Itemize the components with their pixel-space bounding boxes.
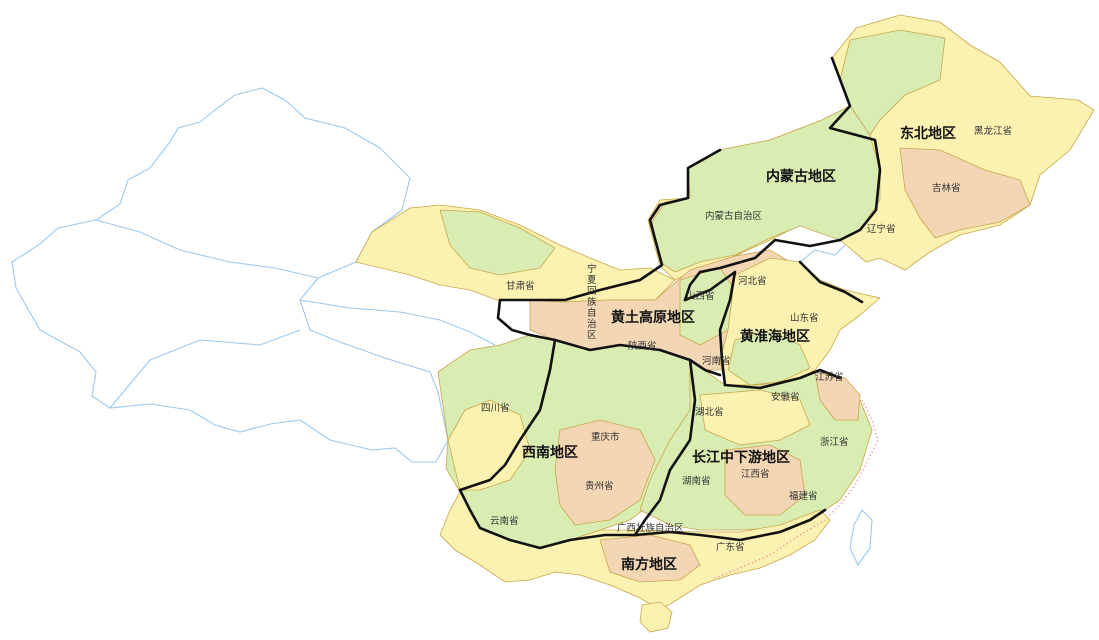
- province-label-guizhou: 贵州省: [585, 480, 614, 492]
- bohai-coast: [799, 244, 846, 263]
- province-label-ningxia-2: 夏: [587, 275, 597, 286]
- jiangxi-tan: [724, 444, 806, 516]
- province-label-hunan: 湖南省: [682, 475, 711, 487]
- jilin-area: [899, 147, 1031, 239]
- province-label-jiangsu: 江苏省: [815, 371, 844, 383]
- boundary-gansu-west: [496, 298, 532, 337]
- hubei-anhui-yellow: [699, 389, 811, 446]
- province-label-chongqing: 重庆市: [591, 431, 620, 443]
- province-label-shaanxi: 陕西省: [628, 340, 657, 352]
- boundary-southwest-yangtze: [633, 358, 697, 537]
- boundary-huanghuaihai-east: [798, 260, 864, 304]
- province-label-fujian: 福建省: [789, 490, 818, 502]
- province-label-sichuan: 四川省: [481, 402, 510, 414]
- region-label-southwest: 西南地区: [522, 444, 578, 461]
- sichuan-yellow: [447, 399, 531, 491]
- qinghai-boundary: [299, 299, 496, 346]
- chongqing-guizhou-tan: [554, 419, 656, 526]
- province-label-guangdong: 广东省: [716, 541, 745, 553]
- province-label-ningxia-4: 族: [587, 296, 597, 308]
- province-label-shandong: 山东省: [790, 312, 819, 324]
- province-label-gansu: 甘肃省: [506, 280, 535, 292]
- jiangsu-tan: [814, 371, 861, 421]
- gansu-green: [439, 209, 556, 276]
- boundary-south-north: [458, 488, 827, 550]
- western-outline: [11, 87, 449, 463]
- province-label-shanxi: 山西省: [686, 290, 715, 302]
- region-label-inner-mongolia: 内蒙古地区: [766, 168, 836, 185]
- tibet-boundary: [109, 329, 301, 409]
- province-label-jilin: 吉林省: [932, 182, 961, 194]
- hainan: [639, 601, 673, 633]
- province-label-guangxi: 广西壮族自治区: [617, 522, 684, 534]
- boundary-southwest-west: [458, 338, 557, 492]
- boundary-loess-south: [528, 333, 722, 377]
- province-label-henan: 河南省: [702, 355, 731, 367]
- region-boundaries: [458, 56, 882, 550]
- region-label-loess-plateau: 黄土高原地区: [611, 309, 695, 326]
- province-label-ningxia-5: 自: [587, 307, 597, 319]
- province-label-ningxia-3: 回: [587, 286, 597, 297]
- province-label-liaoning: 辽宁省: [867, 223, 896, 235]
- province-label-zhejiang: 浙江省: [820, 436, 849, 448]
- coastline-dots: [714, 399, 879, 579]
- province-label-neimenggu: 内蒙古自治区: [705, 210, 763, 222]
- province-label-jiangxi: 江西省: [741, 468, 770, 480]
- province-label-hubei: 湖北省: [695, 406, 724, 418]
- boundary-inner-mongolia-west: [498, 148, 722, 302]
- boundary-northeast: [828, 56, 882, 242]
- province-label-yunnan: 云南省: [490, 515, 519, 527]
- region-label-northeast: 东北地区: [900, 125, 956, 142]
- region-label-huanghuaihai: 黄淮海地区: [740, 328, 810, 345]
- province-label-ningxia-1: 宁: [587, 263, 597, 275]
- region-label-yangtze: 长江中下游地区: [692, 449, 790, 466]
- region-label-south: 南方地区: [621, 556, 677, 573]
- province-label-ningxia-6: 治: [587, 318, 597, 330]
- provinces-fill: [355, 14, 1095, 633]
- taiwan-outline: [849, 509, 873, 567]
- huanghuaihai-green: [727, 329, 811, 386]
- boundary-huanghuaihai-south: [723, 368, 842, 390]
- guangxi-tan: [599, 534, 701, 583]
- boundary-loess-east: [683, 270, 737, 387]
- province-label-hebei: 河北省: [738, 275, 767, 287]
- province-label-anhui: 安徽省: [771, 391, 800, 403]
- province-label-ningxia-7: 区: [587, 330, 597, 341]
- province-label-heilongjiang: 黑龙江省: [974, 125, 1012, 137]
- boundary-inner-mongolia-south: [683, 238, 842, 302]
- xinjiang-boundary: [95, 219, 319, 279]
